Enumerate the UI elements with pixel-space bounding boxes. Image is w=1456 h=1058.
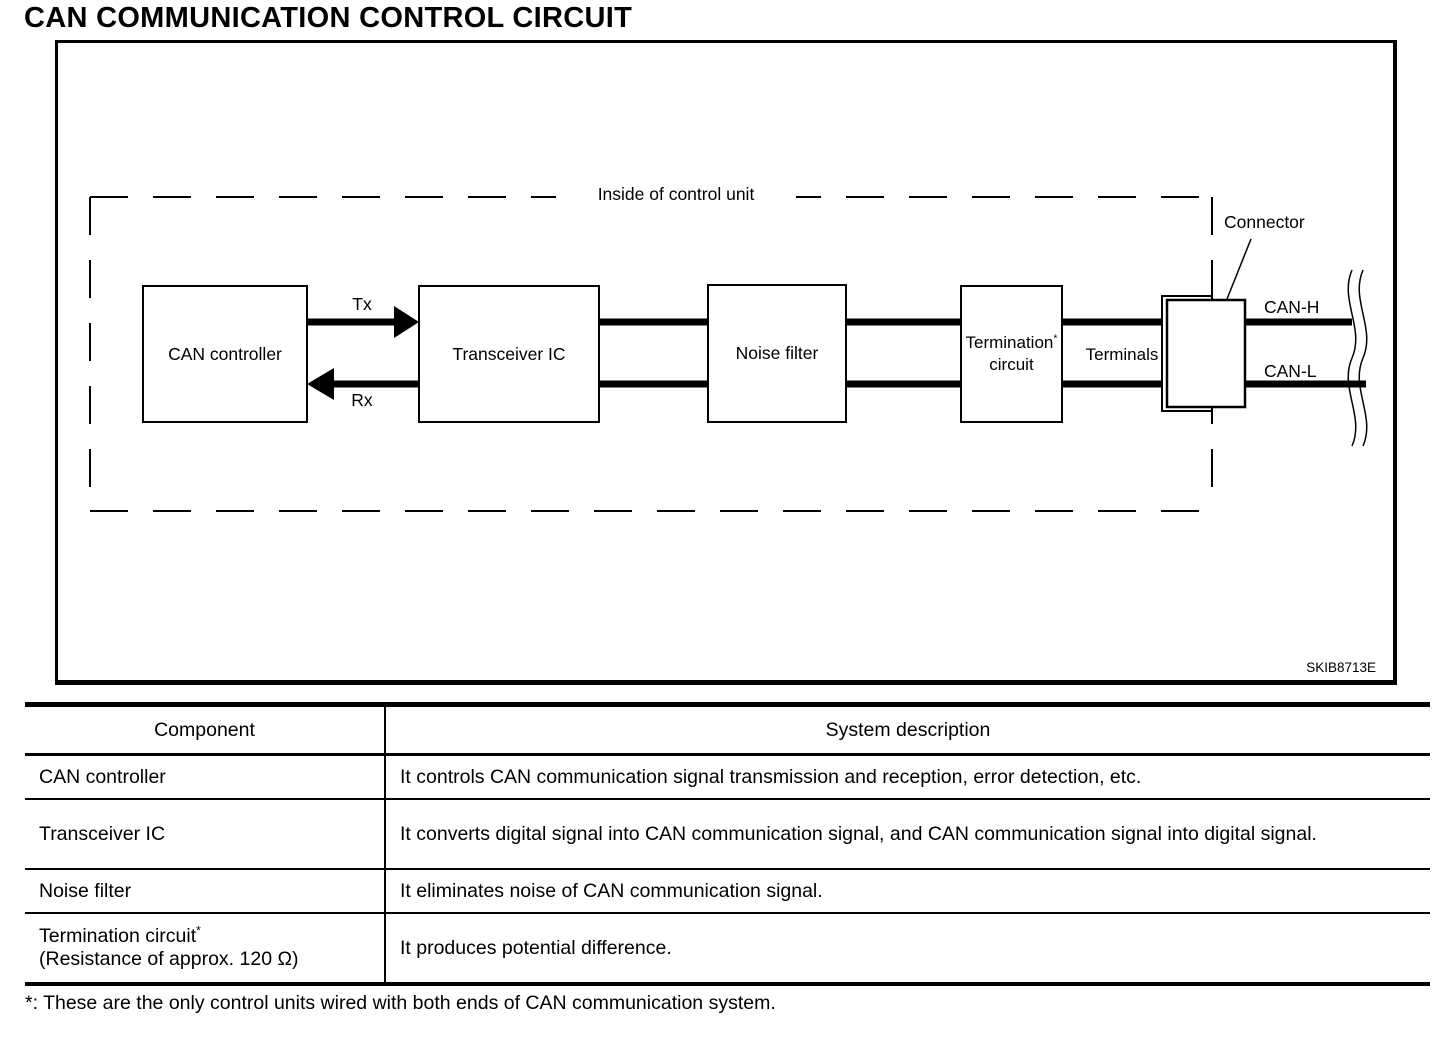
block-can-controller: CAN controller: [142, 285, 308, 423]
block-transceiver-ic: Transceiver IC: [418, 285, 600, 423]
table-row: Termination circuit* (Resistance of appr…: [25, 912, 1430, 984]
component-cell: Transceiver IC: [25, 798, 386, 869]
rx-label: Rx: [351, 390, 373, 410]
description-cell: It converts digital signal into CAN comm…: [385, 798, 1430, 869]
figure-code: SKIB8713E: [1306, 660, 1376, 675]
block-can-controller-label: CAN controller: [168, 343, 282, 364]
footnote: *: These are the only control units wire…: [25, 992, 776, 1014]
connector-label: Connector: [1224, 212, 1305, 232]
page-title: CAN COMMUNICATION CONTROL CIRCUIT: [24, 2, 633, 34]
header-component: Component: [25, 704, 386, 756]
terminals-label: Terminals: [1085, 345, 1159, 364]
can-h-label: CAN-H: [1264, 297, 1320, 317]
block-noise-filter-label: Noise filter: [735, 343, 819, 364]
block-termination-circuit: Termination* circuit: [960, 285, 1063, 423]
table-row: Transceiver IC It converts digital signa…: [25, 798, 1430, 869]
header-system-description: System description: [385, 704, 1430, 756]
table-row: CAN controller It controls CAN communica…: [25, 754, 1430, 799]
component-cell: CAN controller: [25, 754, 386, 799]
table-header-row: Component System description: [25, 704, 1430, 756]
block-transceiver-ic-label: Transceiver IC: [452, 343, 566, 364]
component-cell: Noise filter: [25, 868, 386, 913]
component-table: Component System description CAN control…: [25, 702, 1430, 986]
description-cell: It eliminates noise of CAN communication…: [385, 868, 1430, 913]
can-l-label: CAN-L: [1264, 361, 1317, 381]
description-cell: It controls CAN communication signal tra…: [400, 765, 1142, 788]
tx-label: Tx: [352, 294, 372, 314]
block-termination-circuit-label: Termination* circuit: [965, 332, 1058, 374]
description-cell: It produces potential difference.: [385, 912, 1430, 984]
inside-of-control-unit-label: Inside of control unit: [556, 184, 796, 205]
termination-asterisk: *: [1053, 332, 1058, 345]
component-asterisk: *: [196, 923, 201, 938]
component-note: (Resistance of approx. 120 Ω): [39, 948, 299, 970]
component-cell: Termination circuit* (Resistance of appr…: [25, 912, 386, 984]
table-row: Noise filter It eliminates noise of CAN …: [25, 868, 1430, 913]
block-noise-filter: Noise filter: [707, 284, 847, 423]
